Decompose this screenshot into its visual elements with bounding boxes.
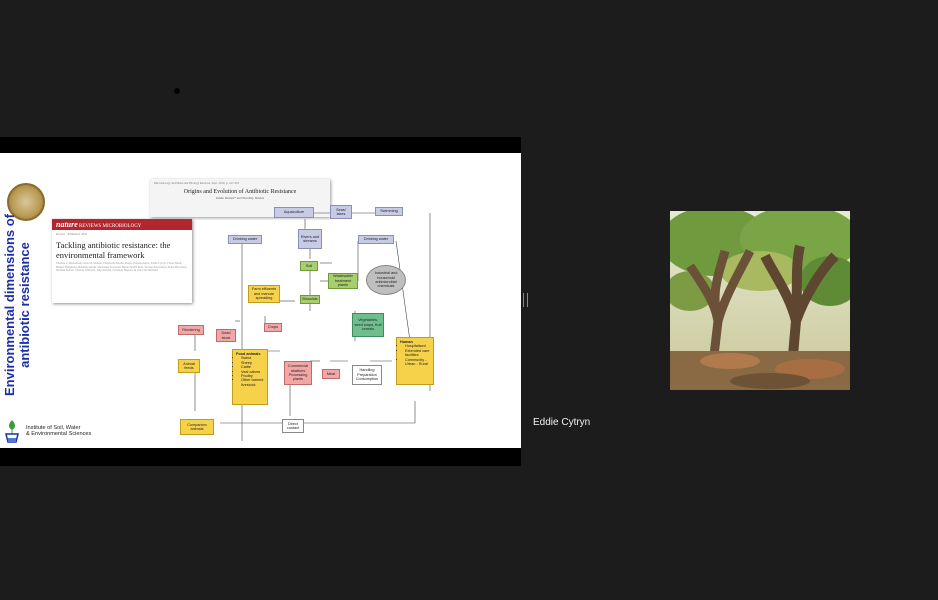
node-animal-feeds: Animal feeds — [178, 359, 200, 373]
food-animal-item: Other farmed livestock — [241, 378, 264, 387]
paper-authors: Julian Davies* and Dorothy Davies — [215, 196, 265, 200]
institute-name: Institute of Soil, Water & Environmental… — [26, 425, 91, 438]
node-crops: Crops — [264, 323, 282, 332]
article-title: Tackling antibiotic resistance: the envi… — [56, 240, 171, 260]
food-animals-list: Swine Sheep Cattle Veal calves Poultry O… — [236, 356, 264, 387]
human-item: Hospitalised — [405, 344, 430, 348]
node-meat: Meat — [322, 369, 340, 379]
humans-list: Hospitalised Extended care facilities Co… — [400, 344, 430, 366]
article-meta: Review · Published: 2022 — [56, 232, 88, 236]
university-seal-icon — [7, 183, 45, 221]
node-rivers-streams: Rivers and streams — [298, 229, 322, 249]
pointer-dot — [174, 88, 180, 94]
shared-screen: Environmental dimensions of antibiotic r… — [0, 137, 521, 466]
node-companion-animals: Companion animals — [180, 419, 214, 435]
node-drinking-water-left: Drinking water — [228, 235, 262, 244]
article-authors: Thomas U. Berendonk, Célia M. Manaia, Ch… — [56, 262, 187, 273]
nature-review-card: nature REVIEWS MICROBIOLOGY Review · Pub… — [52, 219, 192, 303]
node-soil: Soil — [300, 261, 318, 271]
nature-section-label: MICROBIOLOGY — [102, 224, 142, 229]
node-farm-effluents: Farm effluents and manure spreading — [248, 285, 280, 303]
node-seas-lakes: Seas/ lakes — [330, 205, 352, 219]
node-aquaculture: Aquaculture — [274, 207, 314, 218]
node-biosolids: Biosolids — [300, 295, 320, 304]
paper-title: Origins and Evolution of Antibiotic Resi… — [183, 189, 297, 195]
resistance-flow-diagram: Aquaculture Seas/ lakes Swimming Drinkin… — [170, 201, 440, 441]
human-item: Extended care facilities — [405, 349, 430, 358]
institute-line-1: Institute of Soil, Water — [26, 425, 81, 431]
node-humans: Human Hospitalised Extended care facilit… — [396, 337, 434, 385]
paper-journal-header: Microbiology and Molecular Biology Revie… — [154, 181, 239, 185]
nature-logo: nature — [56, 220, 78, 229]
tree-background-image — [670, 211, 850, 390]
node-food-animals: Food animals Swine Sheep Cattle Veal cal… — [232, 349, 268, 405]
node-handling: Handling Preparation Consumption — [352, 365, 382, 385]
institute-line-2: & Environmental Sciences — [26, 431, 92, 438]
slide: Environmental dimensions of antibiotic r… — [0, 153, 521, 448]
node-rendering: Rendering — [178, 325, 204, 335]
food-animal-item: Poultry — [241, 374, 264, 378]
food-animal-item: Sheep — [241, 361, 264, 365]
paper-header-card: Microbiology and Molecular Biology Revie… — [150, 179, 330, 217]
node-industrial-chemicals: Industrial and household antimicrobial c… — [366, 265, 406, 295]
node-swimming: Swimming — [375, 207, 403, 216]
nature-banner: nature REVIEWS MICROBIOLOGY — [52, 219, 192, 230]
food-animal-item: Swine — [241, 356, 264, 360]
institute-logo-icon — [5, 420, 19, 443]
node-direct-contact: Direct contact — [282, 419, 304, 433]
nature-reviews-label: REVIEWS — [79, 224, 102, 229]
food-animal-item: Cattle — [241, 365, 264, 369]
node-drinking-water-right: Drinking water — [358, 235, 394, 244]
participant-name: Eddie Cytryn — [530, 416, 594, 429]
humans-title: Human — [400, 340, 413, 344]
food-animals-title: Food animals — [236, 352, 261, 356]
human-item: Community - Urban - Rural — [405, 358, 430, 367]
node-wastewater: Wastewater treatment plants — [328, 273, 358, 289]
food-animal-item: Veal calves — [241, 370, 264, 374]
node-vegetables: Vegetables, seed crops, fruit cereals — [352, 313, 384, 337]
node-dead-stock: Dead stock — [216, 329, 236, 342]
panel-resize-handle[interactable] — [523, 293, 528, 307]
node-commercial-abattoirs: Commercial abattoirs Processing plants — [284, 361, 312, 385]
participant-video[interactable] — [670, 211, 850, 390]
